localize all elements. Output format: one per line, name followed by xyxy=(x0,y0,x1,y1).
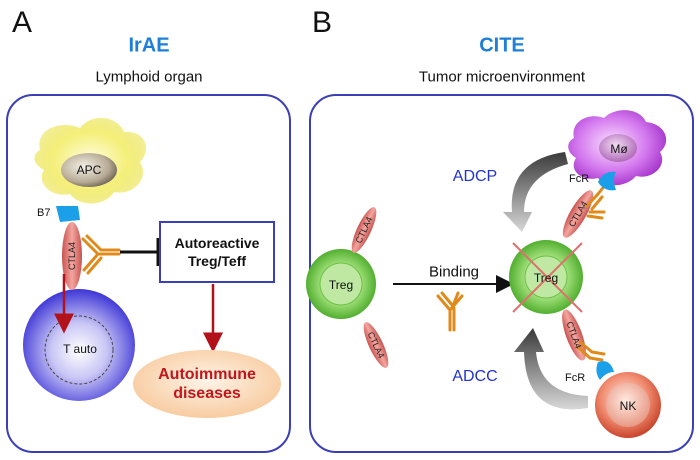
ctla4-receptor-a xyxy=(62,222,82,290)
antibody-a xyxy=(81,234,121,275)
fcr-label-mac: FcR xyxy=(569,173,590,185)
antibody-mac xyxy=(585,182,608,220)
cross-line-2 xyxy=(512,242,583,313)
ctla4-receptor-b1 xyxy=(351,207,377,253)
adcc-curve-arrow xyxy=(514,328,588,410)
fcr-receptor-nk xyxy=(596,361,614,380)
panel-a-title: IrAE xyxy=(128,34,170,57)
ctla4-receptor-b3 xyxy=(562,190,594,238)
panel-b-title: CITE xyxy=(479,34,525,57)
panel-a-letter: A xyxy=(12,6,33,39)
autoreactive-box-text: Autoreactive Treg/Teff xyxy=(175,234,260,270)
panel-b-letter: B xyxy=(312,6,333,39)
adcc-label: ADCC xyxy=(452,368,498,385)
apc-label: APC xyxy=(76,163,102,177)
disease-line-1: Autoimmune xyxy=(158,366,256,383)
macrophage-nucleus xyxy=(599,134,637,162)
panel-b-subtitle: Tumor microenvironment xyxy=(418,68,586,86)
nk-label: NK xyxy=(619,399,637,413)
treg-left-label: Treg xyxy=(328,278,354,292)
adcp-curve-arrow xyxy=(503,152,568,232)
panel-a-frame xyxy=(6,94,291,453)
ctla4-label-a: CTLA4 xyxy=(67,241,77,271)
disease-text: Autoimmune diseases xyxy=(158,365,256,403)
box-line-2: Treg/Teff xyxy=(187,253,247,269)
b7-receptor xyxy=(56,206,80,222)
adcp-label: ADCP xyxy=(452,168,498,185)
autoreactive-box xyxy=(159,221,275,283)
treg-left-nucleus xyxy=(319,262,363,306)
panel-a-subtitle: Lymphoid organ xyxy=(95,68,203,86)
tauto-nucleus xyxy=(44,315,114,385)
b7-label: B7 xyxy=(37,207,51,219)
tauto-label: T auto xyxy=(63,342,97,356)
antibody-free xyxy=(436,291,464,332)
disease-line-2: diseases xyxy=(173,385,241,402)
treg-target-label: Treg xyxy=(533,271,559,285)
fcr-receptor-mac xyxy=(598,171,616,191)
disease-ellipse xyxy=(133,350,281,418)
macrophage-label: Mø xyxy=(610,142,628,156)
binding-label: Binding xyxy=(428,263,480,281)
fcr-label-nk: FcR xyxy=(565,372,586,384)
nk-nucleus xyxy=(606,383,650,427)
ctla4-receptor-b2 xyxy=(363,322,389,368)
apc-nucleus xyxy=(61,153,117,187)
tauto-cell xyxy=(23,289,135,401)
antibody-nk xyxy=(576,340,606,362)
box-line-1: Autoreactive xyxy=(174,235,260,251)
